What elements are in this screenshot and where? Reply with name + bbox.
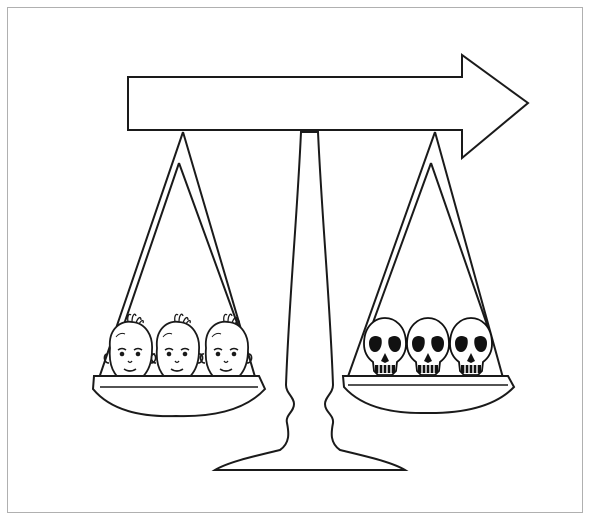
right-pan xyxy=(343,376,514,413)
baby-face-icon xyxy=(104,314,155,382)
scale-post xyxy=(215,132,405,470)
left-pan xyxy=(93,376,265,416)
baby-face-icon xyxy=(151,314,202,382)
skull-icon xyxy=(407,318,449,375)
left-pan-babies xyxy=(104,314,251,382)
right-pan-skulls xyxy=(364,318,492,375)
skull-icon xyxy=(364,318,406,375)
skull-icon xyxy=(450,318,492,375)
baby-face-icon xyxy=(200,314,251,382)
right-arrow-icon xyxy=(128,55,528,158)
